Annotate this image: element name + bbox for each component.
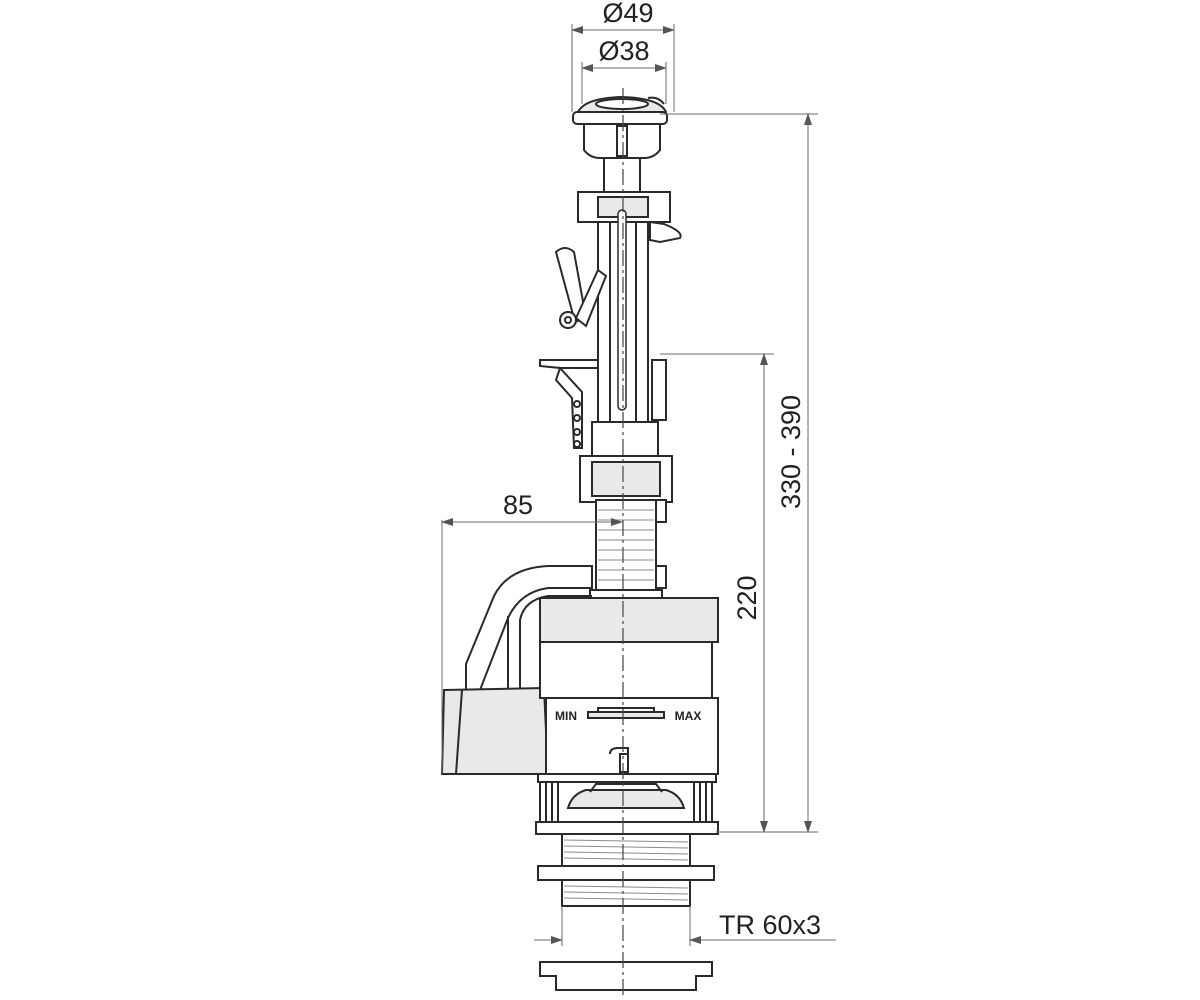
total-height-label: 330 - 390 <box>776 395 806 509</box>
dimension-lines <box>441 24 836 946</box>
flush-cage <box>535 773 719 835</box>
push-button <box>572 95 668 159</box>
overflow-offset-label: 85 <box>503 490 533 520</box>
inner-diameter-label: Ø38 <box>598 36 649 66</box>
outer-diameter-label: Ø49 <box>602 0 653 28</box>
valve-body <box>440 88 719 998</box>
thread-label: TR 60x3 <box>719 910 821 940</box>
adjustment-sleeve <box>579 359 673 607</box>
float-cylinder <box>539 597 719 775</box>
float-height-label: 220 <box>732 575 762 620</box>
threaded-base <box>537 833 715 991</box>
lever-arm <box>539 247 608 449</box>
min-mark-label: MIN <box>555 709 577 723</box>
max-mark-label: MAX <box>675 709 702 723</box>
